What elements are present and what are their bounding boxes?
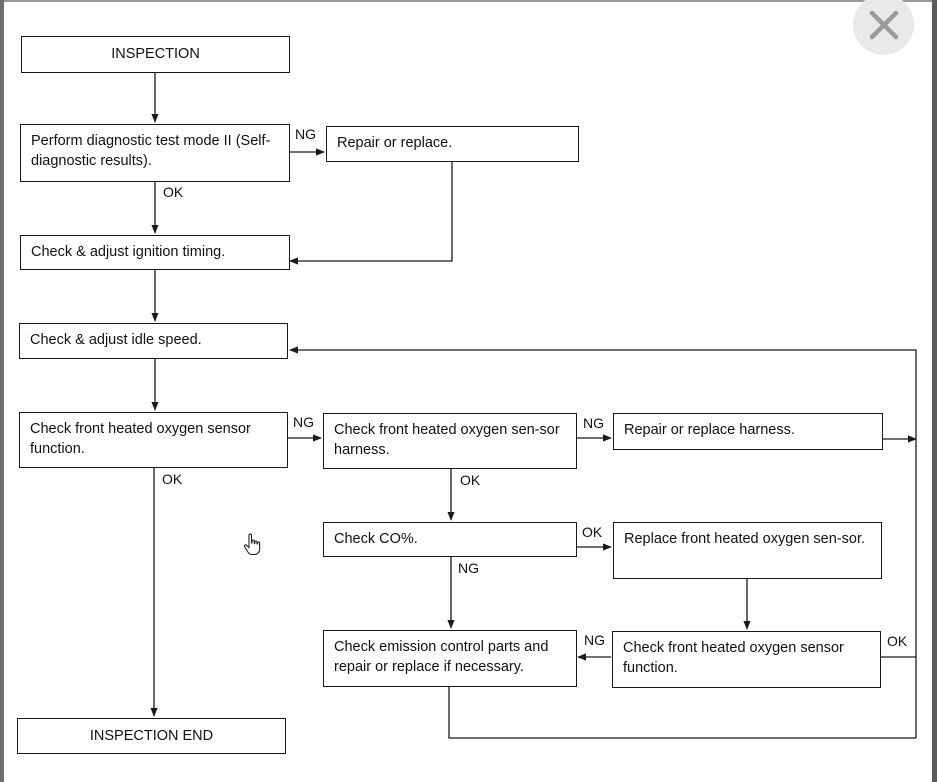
connector-loop-to-idle [289,346,917,738]
label-ng-sensor1: NG [293,414,314,430]
box-idle-speed: Check & adjust idle speed. [19,323,288,359]
label-ng-harness: NG [583,415,604,431]
label-ng-co: NG [458,560,479,576]
hand-pointer-icon [243,533,261,556]
connector-emission-to-loop [448,687,916,739]
label-ng-sensor2: NG [584,632,605,648]
box-replace-sensor: Replace front heated oxygen sen-sor. [613,522,882,579]
connector-repair-to-ignition [289,162,453,265]
window-top-edge [0,0,937,2]
box-inspection-end: INSPECTION END [17,718,286,754]
label-ok-co: OK [582,524,603,540]
window-left-edge [0,0,4,782]
window-right-edge [932,0,937,782]
box-inspection: INSPECTION [21,36,290,73]
box-repair-replace: Repair or replace. [326,126,579,162]
label-ng-diag: NG [295,126,316,142]
label-ok-harness: OK [460,472,481,488]
box-co-percent: Check CO%. [323,522,577,557]
box-sensor-harness: Check front heated oxygen sen-sor harnes… [323,413,577,469]
label-ok-sensor1: OK [162,471,183,487]
box-repair-harness: Repair or replace harness. [613,413,883,450]
box-emission-control: Check emission control parts and repair … [323,630,577,687]
label-ok-diag: OK [163,184,184,200]
label-ok-sensor2: OK [887,633,908,649]
box-sensor-function-2: Check front heated oxygen sensor functio… [612,631,881,688]
close-button[interactable] [853,0,914,55]
box-diagnostic-test: Perform diagnostic test mode II (Self-di… [20,124,290,182]
box-sensor-function-1: Check front heated oxygen sensor functio… [19,412,288,468]
close-icon [869,10,898,39]
box-ignition-timing: Check & adjust ignition timing. [20,235,290,270]
